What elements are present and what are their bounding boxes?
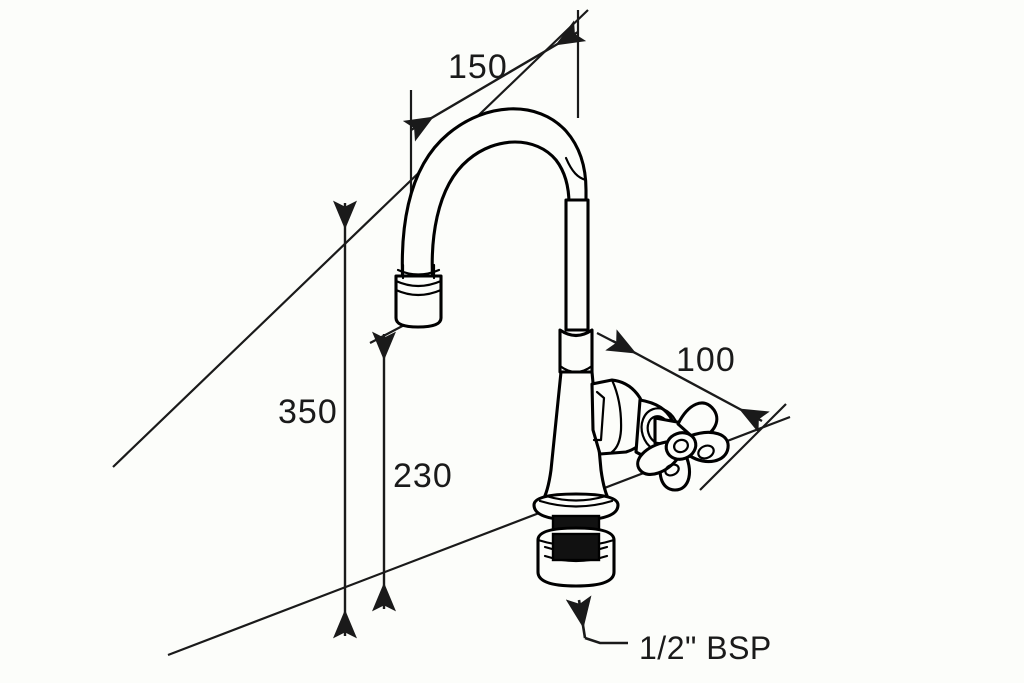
flange-top-ellipse — [544, 494, 608, 502]
spout-outlet — [394, 263, 443, 329]
annotation-layer — [565, 595, 628, 645]
extension-line-100-left — [596, 332, 629, 350]
outlet-band-1 — [394, 279, 443, 288]
handle-hub-centre — [673, 438, 689, 454]
dimension-label-230: 230 — [393, 457, 453, 495]
outlet-band-3 — [396, 268, 441, 276]
spout-arc-outer — [400, 107, 588, 330]
dimension-line-150 — [402, 20, 587, 142]
leader-arrow-bsp — [565, 595, 592, 639]
lock-nut — [536, 526, 616, 588]
faucet-assembly — [394, 107, 730, 588]
flange-inner-ellipse — [538, 499, 614, 508]
column-upper — [564, 198, 590, 332]
leader-line-bsp — [584, 636, 628, 645]
annotation-label-bsp: 1/2" BSP — [639, 630, 772, 666]
collar-top-ellipse — [558, 328, 594, 337]
valve-branch-edge — [610, 378, 623, 454]
cross-handle — [636, 401, 730, 492]
spout-arc-inner — [430, 140, 571, 332]
valve-branch-seam — [592, 390, 606, 442]
handle-hole-lower — [664, 463, 680, 477]
extension-line-100-right — [699, 403, 787, 491]
dimension-label-100: 100 — [676, 341, 736, 379]
handle-hole-right — [697, 444, 715, 460]
dimension-label-350: 350 — [278, 393, 338, 431]
dimension-label-150: 150 — [448, 48, 508, 86]
dimension-line-100 — [605, 329, 770, 433]
outlet-body — [394, 274, 443, 329]
handle-hub — [664, 431, 698, 461]
spout-tube-seam — [564, 156, 588, 182]
outlet-band-2 — [394, 288, 443, 297]
shank-through-nut — [551, 532, 601, 562]
dimension-network — [112, 9, 791, 657]
